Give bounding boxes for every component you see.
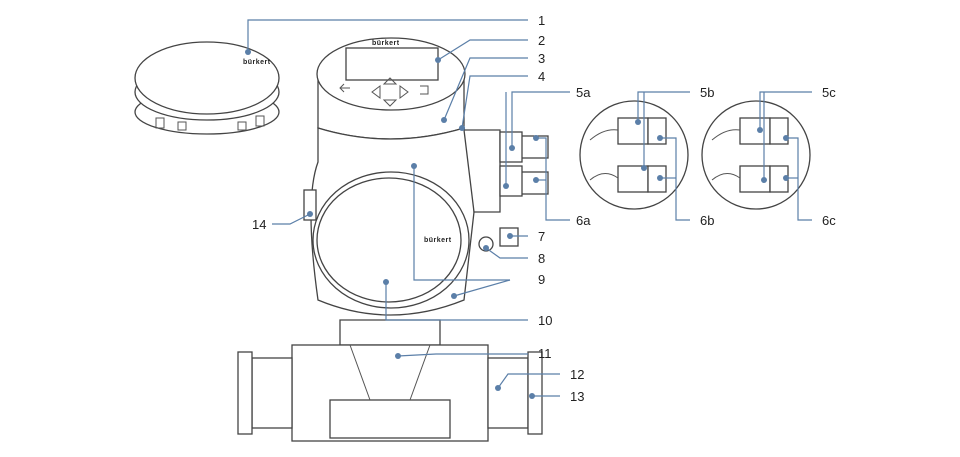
callout-labels: 1 2 3 4 5a 5b 5c 6a 6b 6c 7 8 9 10 11 12…: [252, 13, 836, 404]
leader-lines: [245, 19, 812, 399]
detail-circle-b: [579, 100, 689, 210]
callout-4: 4: [538, 69, 545, 84]
transmitter-body: bürkert: [303, 127, 549, 316]
callout-10: 10: [538, 313, 552, 328]
callout-14: 14: [252, 217, 266, 232]
callout-1: 1: [538, 13, 545, 28]
callout-6b: 6b: [700, 213, 714, 228]
callout-11: 11: [538, 346, 552, 361]
callout-8: 8: [538, 251, 545, 266]
cover-part: bürkert: [134, 41, 280, 135]
callout-9: 9: [538, 272, 545, 287]
callout-5c: 5c: [822, 85, 836, 100]
callout-5b: 5b: [700, 85, 714, 100]
body-brand-text: bürkert: [424, 237, 452, 244]
display-brand-text: bürkert: [372, 40, 400, 47]
callout-6a: 6a: [576, 213, 591, 228]
display-housing: bürkert: [316, 37, 466, 140]
cover-brand-text: bürkert: [243, 59, 271, 66]
callout-5a: 5a: [576, 85, 591, 100]
callout-2: 2: [538, 33, 545, 48]
callout-6c: 6c: [822, 213, 836, 228]
callout-12: 12: [570, 367, 584, 382]
callout-7: 7: [538, 229, 545, 244]
callout-13: 13: [570, 389, 584, 404]
callout-3: 3: [538, 51, 545, 66]
sensor-pipe: [237, 319, 543, 442]
detail-circle-c: [701, 100, 811, 210]
